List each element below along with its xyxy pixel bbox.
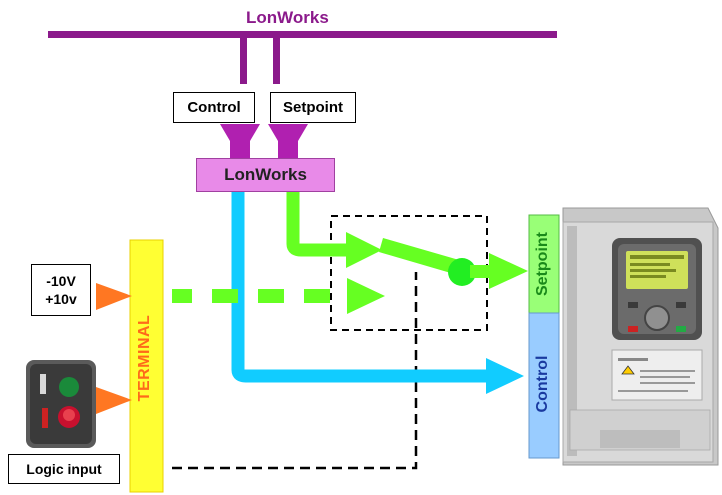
control-arrowhead [486,358,524,394]
logic-input-label: Logic input [8,454,120,484]
variable-speed-drive-image [562,207,719,466]
analog-input-line2: +10v [45,291,77,307]
lonworks-bus-line [48,31,557,38]
setpoint-path [286,192,350,257]
drive-setpoint-tab [528,214,560,314]
bus-title: LonWorks [246,8,329,27]
bus-drop-setpoint [273,38,280,84]
setpoint-input-label: Setpoint [270,92,356,123]
logic-input-dashed-line [172,272,418,470]
selector-dashed-box [330,215,488,331]
control-input-label: Control [173,92,255,123]
analog-dash-4 [304,289,330,303]
push-button-station-image [26,360,96,448]
terminal-label: TERMINAL [136,314,153,402]
control-funnel [220,124,260,158]
selector-switch-pivot [448,258,476,286]
selector-switch-arm [379,238,466,276]
switch-output-line [470,265,494,278]
setpoint-arrowhead [346,232,382,268]
drive-setpoint-label: Setpoint [534,232,551,296]
analog-input-arrow [96,283,132,310]
control-path [231,192,488,383]
analog-input-line1: -10V [46,273,76,289]
setpoint-funnel [268,124,308,158]
drive-control-label: Control [534,355,551,413]
lonworks-module: LonWorks [196,158,335,192]
analog-dash-2 [212,289,238,303]
analog-arrowhead [347,278,385,314]
logic-input-arrow [96,387,132,414]
terminal-bar [129,239,164,493]
switch-output-arrowhead [489,253,528,289]
analog-dash-1 [172,289,192,303]
analog-input-box: -10V +10v [31,264,91,316]
bus-drop-control [240,38,247,84]
drive-control-tab [528,312,560,459]
analog-dash-3 [258,289,284,303]
